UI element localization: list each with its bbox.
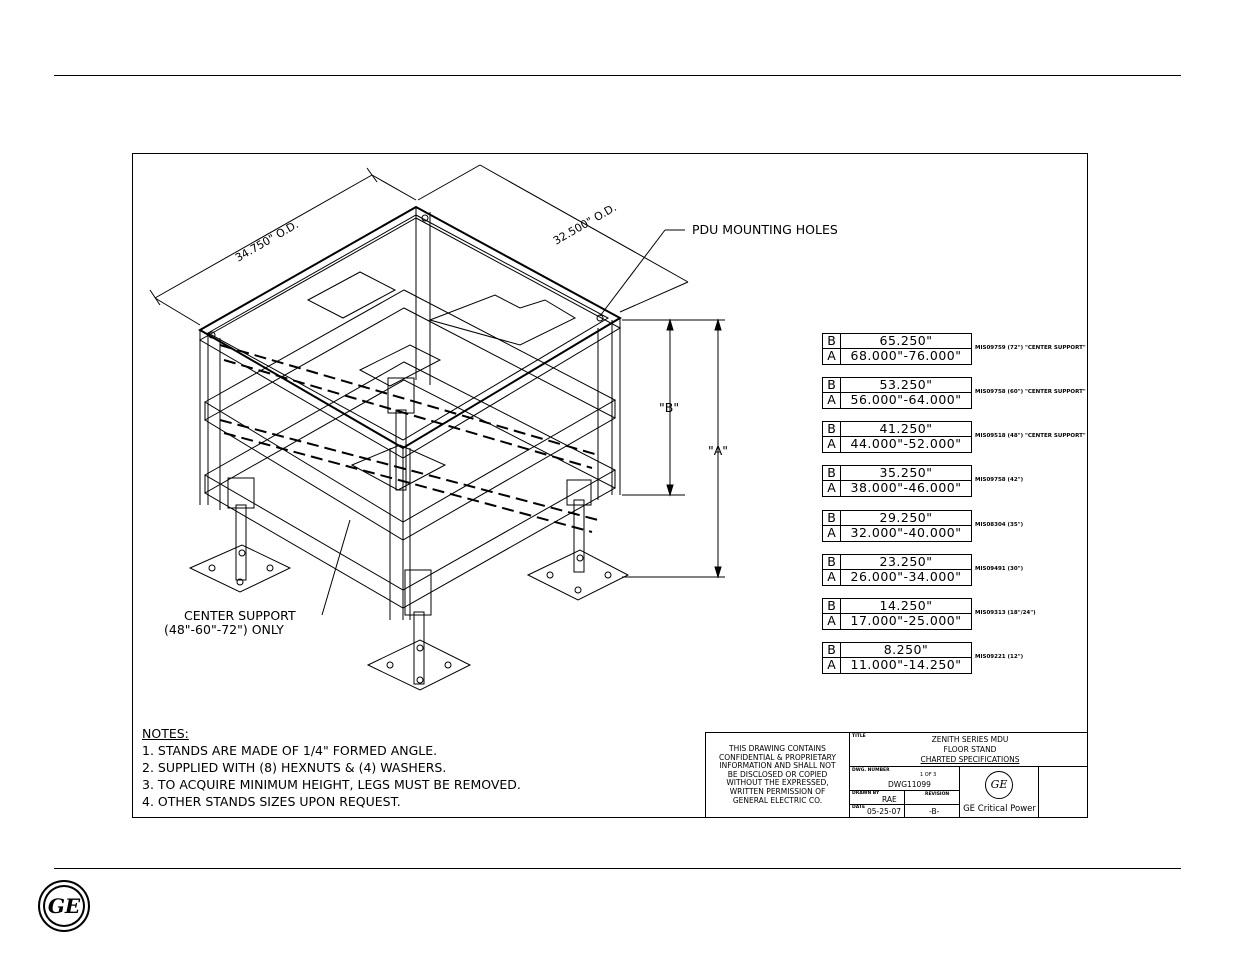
- title-line-1: ZENITH SERIES MDU: [931, 735, 1009, 744]
- note-item: 2. SUPPLIED WITH (8) HEXNUTS & (4) WASHE…: [142, 760, 447, 775]
- a-value: 68.000"-76.000": [850, 348, 962, 363]
- a-value: 26.000"-34.000": [850, 569, 962, 584]
- bottom-rail: [203, 361, 617, 609]
- b-value: 65.250": [879, 333, 933, 348]
- width-dimension-label: 34.750" O.D.: [233, 218, 301, 265]
- notes-block: NOTES: 1. STANDS ARE MADE OF 1/4" FORMED…: [142, 725, 521, 810]
- middle-rail: [204, 289, 617, 541]
- b-value: 23.250": [879, 554, 933, 569]
- legs: [188, 377, 630, 691]
- revision-value: -B-: [929, 807, 940, 816]
- center-support-sizes: (48"-60"-72") ONLY: [164, 622, 284, 637]
- confidential-notice: THIS DRAWING CONTAINS CONFIDENTIAL & PRO…: [706, 733, 850, 817]
- top-rule: [54, 75, 1181, 76]
- note-item: 3. TO ACQUIRE MINIMUM HEIGHT, LEGS MUST …: [142, 777, 521, 792]
- notes-heading: NOTES:: [142, 726, 189, 741]
- company-name: GE Critical Power: [963, 804, 1036, 814]
- note-item: 4. OTHER STANDS SIZES UPON REQUEST.: [142, 794, 401, 809]
- company-logo-cell: GE GE Critical Power: [960, 767, 1039, 817]
- a-value: 44.000"-52.000": [850, 436, 962, 451]
- b-value: 53.250": [879, 377, 933, 392]
- part-number: MIS09518 (48") "CENTER SUPPORT": [975, 433, 1086, 439]
- a-value: 17.000"-25.000": [850, 613, 962, 628]
- title-line-2: FLOOR STAND: [943, 745, 997, 754]
- drawing-frame: [132, 153, 1088, 818]
- a-dimension-label: "A": [708, 443, 728, 458]
- bottom-rule: [54, 868, 1181, 869]
- dimension-lines: [149, 164, 725, 578]
- a-value: 56.000"-64.000": [850, 392, 962, 407]
- drawn-by-value: RAE: [882, 795, 897, 804]
- pdu-holes-callout: PDU MOUNTING HOLES: [692, 222, 838, 237]
- sheet-number: 1 OF 3: [920, 772, 937, 778]
- a-value: 11.000"-14.250": [850, 657, 962, 672]
- drawn-by-cell: DRAWN BY RAE: [850, 791, 905, 805]
- title-block: THIS DRAWING CONTAINS CONFIDENTIAL & PRO…: [705, 732, 1088, 818]
- part-number: MIS09491 (30"): [975, 566, 1024, 572]
- b-value: 29.250": [879, 510, 933, 525]
- footer-ge-logo: GE: [38, 880, 90, 932]
- ge-logo-small: GE: [985, 771, 1013, 799]
- dwg-number: DWG11099: [888, 780, 931, 789]
- part-number: MIS09758 (60") "CENTER SUPPORT": [975, 389, 1086, 395]
- part-number: MIS08304 (35"): [975, 522, 1024, 528]
- dwg-number-cell: DWG. NUMBER 1 OF 3 DWG11099: [850, 767, 960, 791]
- b-value: 35.250": [879, 465, 933, 480]
- title-cell: TITLE ZENITH SERIES MDU FLOOR STAND CHAR…: [850, 733, 1087, 767]
- b-dimension-label: "B": [659, 400, 679, 415]
- date-cell: DATE 05-25-07: [850, 805, 905, 817]
- b-value: 41.250": [879, 421, 933, 436]
- part-number: MIS09759 (72") "CENTER SUPPORT": [975, 345, 1086, 351]
- date-value: 05-25-07: [867, 807, 902, 816]
- part-number: MIS09313 (18"/24"): [975, 610, 1036, 616]
- b-value: 8.250": [883, 642, 929, 657]
- center-support-callout: CENTER SUPPORT: [184, 608, 296, 623]
- part-number: MIS09758 (42"): [975, 477, 1024, 483]
- b-value: 14.250": [879, 598, 933, 613]
- panel-cutouts: [306, 271, 577, 387]
- revision-value-cell: -B-: [905, 805, 960, 817]
- dimension-arrows: [666, 318, 722, 579]
- leader-lines: [321, 229, 685, 616]
- note-item: 1. STANDS ARE MADE OF 1/4" FORMED ANGLE.: [142, 743, 438, 758]
- revision-cell: REVISION: [905, 791, 960, 805]
- title-label: TITLE: [852, 734, 866, 739]
- part-number: MIS09221 (12"): [975, 654, 1024, 660]
- title-line-3: CHARTED SPECIFICATIONS: [920, 755, 1020, 764]
- foot-bolts: [208, 214, 612, 684]
- a-value: 38.000"-46.000": [850, 480, 962, 495]
- a-value: 32.000"-40.000": [850, 525, 962, 540]
- center-support-dashed: [219, 344, 599, 533]
- depth-dimension-label: 32.500" O.D.: [551, 201, 619, 248]
